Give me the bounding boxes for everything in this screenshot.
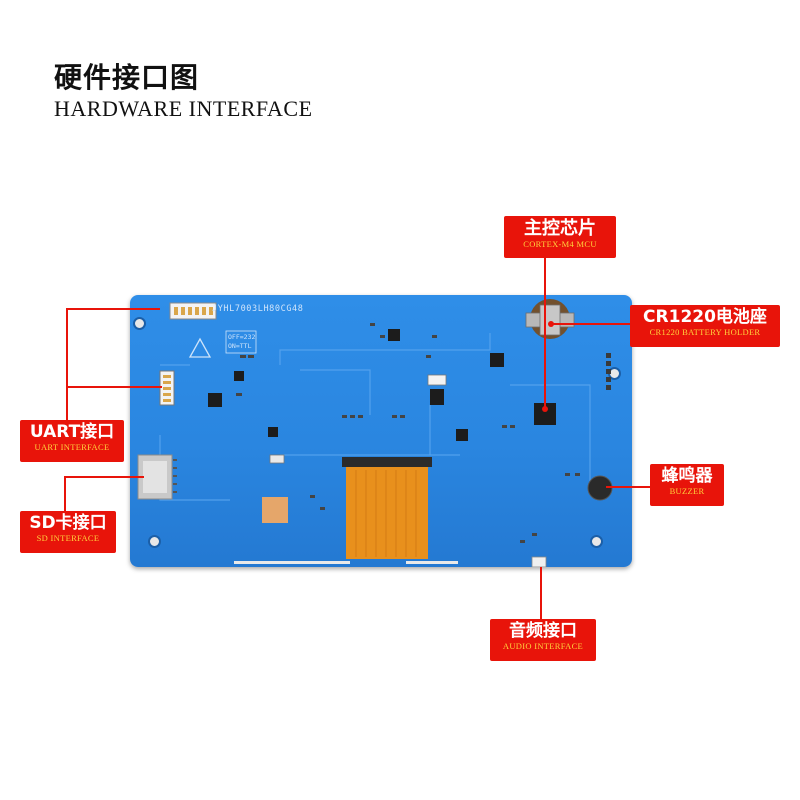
leader-battery	[552, 323, 630, 325]
callout-buzzer: 蜂鸣器 BUZZER	[650, 464, 724, 506]
page-title-cn: 硬件接口图	[54, 61, 200, 94]
mount-hole-ml	[148, 535, 161, 548]
top-connector	[169, 302, 217, 320]
leader-buzzer	[606, 486, 650, 488]
page-title-en: HARDWARE INTERFACE	[54, 96, 313, 121]
callout-mcu-cn: 主控芯片	[524, 218, 596, 239]
pcb-details-svg	[137, 299, 613, 567]
leader-battery-dot	[548, 321, 554, 327]
callout-mcu-en: CORTEX-M4 MCU	[523, 238, 597, 249]
uart-connector	[159, 370, 175, 406]
leader-sd-v	[64, 476, 66, 511]
callout-battery-cn: CR1220电池座	[643, 307, 767, 327]
leader-uart-h1	[66, 308, 160, 310]
callout-mcu: 主控芯片 CORTEX-M4 MCU	[504, 216, 616, 258]
callout-sd-cn: SD卡接口	[29, 513, 107, 533]
callout-uart: UART接口 UART INTERFACE	[20, 420, 124, 462]
mount-hole-tl	[133, 317, 146, 330]
mount-hole-br	[590, 535, 603, 548]
leader-uart-v	[66, 308, 68, 420]
callout-audio-en: AUDIO INTERFACE	[502, 640, 584, 651]
callout-audio-cn: 音频接口	[509, 621, 577, 641]
silkscreen-model: JYHL7003LH80CG48	[212, 304, 304, 314]
callout-sd: SD卡接口 SD INTERFACE	[20, 511, 116, 553]
buzzer-part	[587, 475, 613, 501]
audio-connector	[531, 556, 547, 567]
callout-battery-en: CR1220 BATTERY HOLDER	[649, 326, 761, 337]
callout-buzzer-cn: 蜂鸣器	[661, 466, 713, 486]
sd-slot	[137, 454, 177, 500]
callout-audio: 音频接口 AUDIO INTERFACE	[490, 619, 596, 661]
leader-uart-h2	[66, 386, 162, 388]
leader-audio	[540, 567, 542, 619]
leader-sd-h	[64, 476, 144, 478]
callout-sd-en: SD INTERFACE	[36, 532, 100, 543]
leader-mcu-dot	[542, 406, 548, 412]
callout-battery: CR1220电池座 CR1220 BATTERY HOLDER	[630, 305, 780, 347]
callout-buzzer-en: BUZZER	[669, 485, 705, 496]
callout-uart-cn: UART接口	[29, 422, 115, 442]
leader-mcu	[544, 258, 546, 410]
flex-cable	[342, 457, 432, 559]
battery-holder	[525, 299, 575, 339]
pcb-board: JYHL7003LH80CG48 OFF=232 ON=TTL	[130, 295, 632, 567]
switch-text-2: ON=TTL	[228, 342, 252, 350]
switch-text-1: OFF=232	[228, 333, 256, 341]
callout-uart-en: UART INTERFACE	[34, 441, 110, 452]
